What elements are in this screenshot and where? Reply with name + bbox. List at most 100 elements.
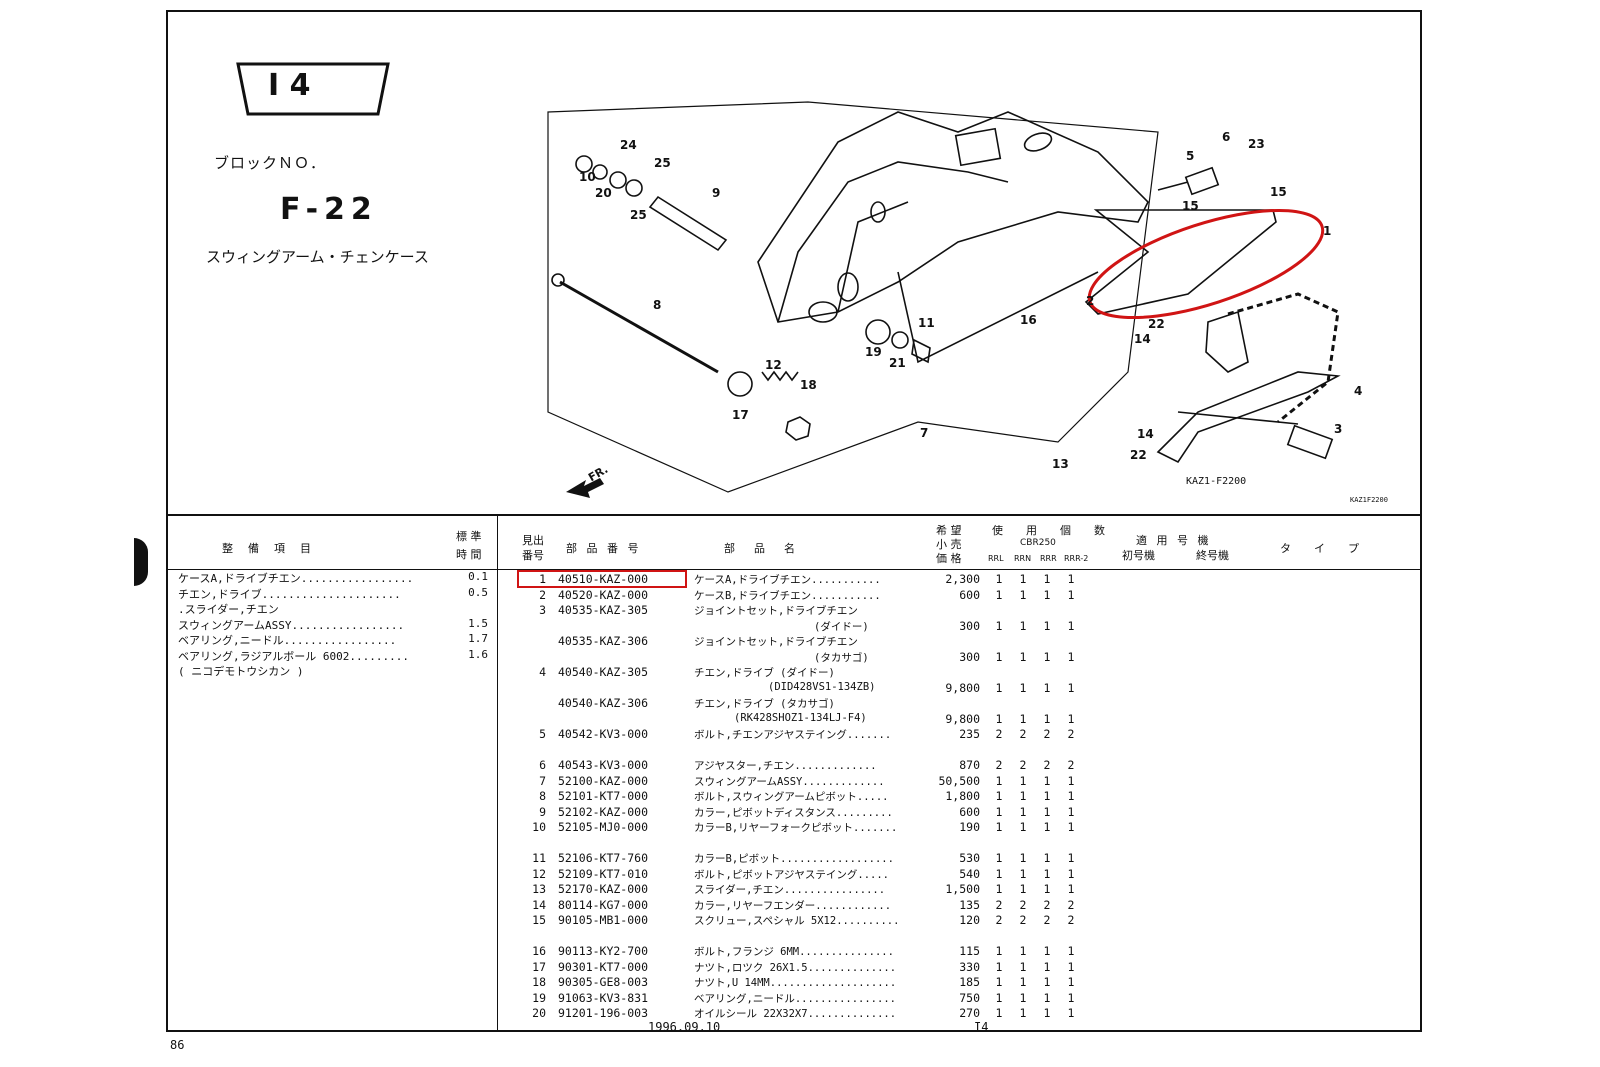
callout-11: 11 — [918, 316, 935, 330]
header-price-3: 価 格 — [936, 552, 962, 565]
service-items-header: 整 備 項 目 標 準 時 間 — [168, 514, 498, 570]
header-first-no: 初号機 — [1122, 549, 1155, 562]
front-arrow — [566, 478, 604, 498]
service-item: ベアリング,ラジアルボール 6002.........1.6 — [178, 647, 488, 663]
callout-13: 13 — [1052, 457, 1069, 471]
header-variant-2: RRN — [1014, 554, 1032, 563]
callout-22b: 22 — [1130, 448, 1147, 462]
header-variant-1: RRL — [988, 554, 1004, 563]
binding-mark — [134, 538, 148, 586]
block-label: ブロックＮＯ． — [214, 154, 327, 172]
callout-24: 24 — [620, 138, 637, 152]
service-item: ケースA,ドライブチエン.................0.1 — [178, 570, 488, 585]
header-service-item: 整 備 項 目 — [222, 542, 313, 555]
service-item: ベアリング,ニードル.................1.7 — [178, 632, 488, 647]
header-variant-4: RRR-2 — [1064, 554, 1089, 563]
callout-20: 20 — [595, 186, 612, 200]
header-ref-2: 番号 — [522, 549, 544, 562]
callout-19: 19 — [865, 345, 882, 359]
callout-23: 23 — [1248, 137, 1265, 151]
header-part-no: 部 品 番 号 — [566, 542, 642, 555]
callout-14a: 14 — [1134, 332, 1151, 346]
parts-table-header: 見出 番号 部 品 番 号 部 品 名 希 望 小 売 価 格 使 用 個 数 … — [498, 514, 1420, 570]
block-badge: I 4 — [268, 68, 311, 103]
callout-9: 9 — [712, 186, 721, 200]
footer-date: 1996.09.10 — [648, 1020, 721, 1034]
header-price-2: 小 売 — [936, 538, 962, 551]
header-type: タ イ プ — [1280, 542, 1365, 555]
header-std-time-2: 時 間 — [456, 548, 482, 561]
callout-22a: 22 — [1148, 317, 1165, 331]
callout-5: 5 — [1186, 149, 1195, 163]
block-code: F-22 — [280, 192, 378, 227]
header-part-name: 部 品 名 — [724, 542, 799, 555]
callout-4: 4 — [1354, 384, 1363, 398]
highlight-box-part-1 — [517, 570, 687, 588]
callout-2: 2 — [1086, 294, 1095, 308]
callout-18: 18 — [800, 378, 817, 392]
header-variant-3: RRR — [1040, 554, 1057, 563]
callout-25b: 25 — [630, 208, 647, 222]
footer-block: I4 — [974, 1020, 989, 1034]
swingarm-drawing — [547, 101, 1341, 498]
header-last-no: 終号機 — [1196, 549, 1229, 562]
figure-code: KAZ1-F2200 — [1186, 476, 1247, 487]
service-item: ( ニコデモトウシカン ) — [178, 665, 304, 678]
callout-3: 3 — [1334, 422, 1343, 436]
header-applicable: 適 用 号 機 — [1136, 534, 1212, 547]
callout-16: 16 — [1020, 313, 1037, 327]
service-item: チエン,ドライブ.....................0.5 — [178, 585, 488, 601]
callout-6: 6 — [1222, 130, 1231, 144]
figure-code-small: KAZ1F2200 — [1350, 496, 1388, 504]
header-qty: 使 用 個 数 — [992, 524, 1111, 537]
exploded-diagram: I 4 ブロックＮＯ． F-22 スウィングアーム・チェンケース — [168, 12, 1420, 516]
header-price-1: 希 望 — [936, 524, 962, 537]
header-std-time-1: 標 準 — [456, 530, 482, 543]
callout-7: 7 — [920, 426, 929, 440]
callout-17: 17 — [732, 408, 749, 422]
callout-15a: 15 — [1182, 199, 1199, 213]
callout-21: 21 — [889, 356, 906, 370]
block-badge-shape — [236, 62, 390, 116]
callout-10: 10 — [579, 170, 596, 184]
page-number: 86 — [170, 1038, 185, 1052]
highlight-ellipse — [1087, 208, 1325, 320]
header-model: CBR250 — [1020, 538, 1056, 548]
callout-12: 12 — [765, 358, 782, 372]
callout-25a: 25 — [654, 156, 671, 170]
block-title: スウィングアーム・チェンケース — [206, 248, 429, 266]
callout-15b: 15 — [1270, 185, 1287, 199]
header-ref-1: 見出 — [522, 534, 544, 547]
callout-14b: 14 — [1137, 427, 1154, 441]
service-item: .スライダー,チエン — [178, 603, 279, 616]
catalog-page-frame: I 4 ブロックＮＯ． F-22 スウィングアーム・チェンケース — [166, 10, 1422, 1034]
callout-1: 1 — [1323, 224, 1332, 238]
service-item: スウィングアームASSY.................1.5 — [178, 616, 488, 632]
